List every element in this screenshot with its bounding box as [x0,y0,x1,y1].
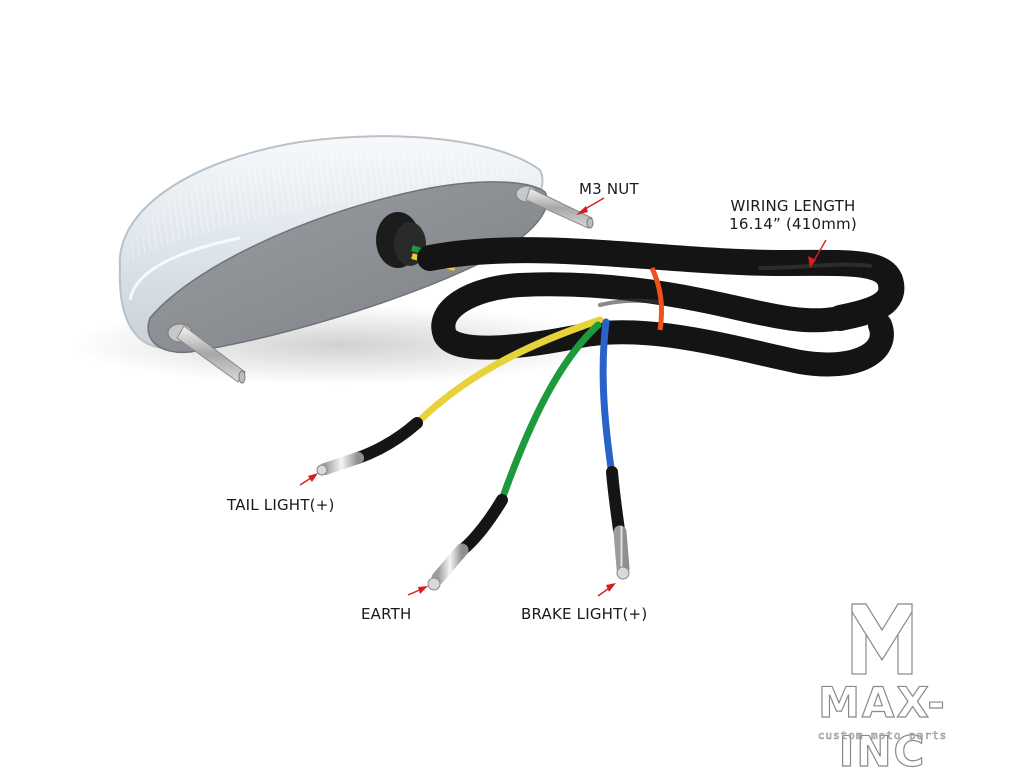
label-wiring-length-line2: 16.14” (410mm) [729,215,857,233]
arrow-wiring-length [808,239,827,268]
wire-green [496,321,602,509]
mounting-bolt-lower [167,323,246,384]
connector-brake [606,466,630,580]
arrow-tail-light [299,473,318,486]
label-m3-nut: M3 NUT [579,180,639,198]
arrow-brake-light [597,583,616,597]
arrow-m3-nut [576,197,605,215]
label-brake-light: BRAKE LIGHT(+) [521,605,648,623]
mounting-bolt-upper [515,185,594,229]
connector-earth [427,494,508,591]
label-wiring-length-line1: WIRING LENGTH [730,197,856,215]
label-tail-light: TAIL LIGHT(+) [227,496,335,514]
arrow-earth [407,586,428,596]
label-wiring-length: WIRING LENGTH 16.14” (410mm) [718,197,868,233]
cable-tie [649,266,665,331]
max-inc-m-logo-icon [851,603,913,675]
wire-blue [599,318,616,479]
brand-logo: MAX-INC custom moto parts [775,598,990,768]
label-earth: EARTH [361,605,412,623]
annotation-arrows [299,197,827,597]
cable-sheath [417,237,905,377]
brand-name: MAX-INC [818,677,947,768]
wire-yellow [411,316,604,429]
brand-tagline: custom moto parts [817,729,948,743]
connector-tail [316,417,423,476]
